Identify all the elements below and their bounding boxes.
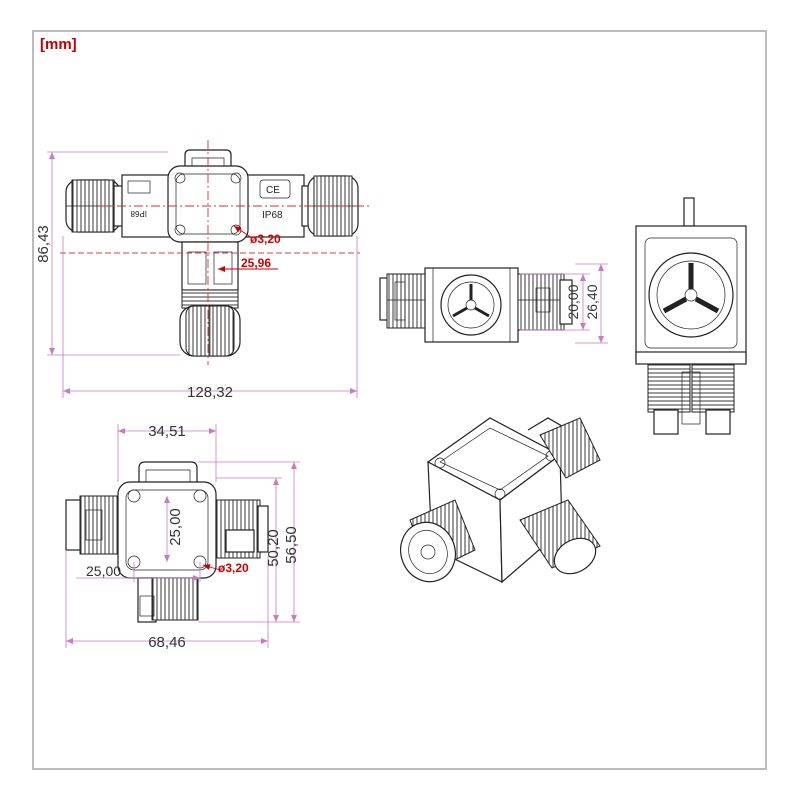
top-view-width-dim: 128,32 [187, 384, 233, 401]
front-view-height-inner-dim: 50,20 [265, 529, 282, 567]
top-view-branch-dim: 25,96 [241, 256, 271, 270]
end-view [635, 197, 747, 435]
front-view: 34,51 25,00 25,00 ø3,20 68,46 50,20 56 [65, 423, 300, 651]
unit-label: [mm] [40, 36, 77, 53]
top-view: IP68 CE IP68 [35, 140, 370, 401]
front-view-overall-width-dim: 68,46 [148, 634, 186, 651]
top-view-left-ip-label: IP68 [130, 209, 147, 218]
sheet-frame [32, 30, 767, 770]
end-view-socket [648, 252, 734, 338]
front-view-hole-spacing-h-dim: 25,00 [86, 563, 121, 579]
top-view-ip-label: IP68 [262, 210, 283, 221]
top-view-ce-label: CE [266, 185, 280, 196]
front-view-height-outer-dim: 56,50 [283, 526, 300, 564]
top-view-handle [184, 149, 232, 170]
front-view-hole-dim: ø3,20 [218, 561, 249, 575]
side-view-socket [440, 274, 502, 336]
side-view: 20,00 26,40 [379, 263, 608, 344]
top-view-left-gland [65, 179, 125, 233]
isometric-view [400, 417, 601, 584]
side-view-outer-height-dim: 26,40 [584, 284, 600, 319]
top-view-bottom-arm [181, 241, 239, 291]
top-view-height-dim: 86,43 [35, 225, 52, 263]
top-view-hole-dim: ø3,20 [250, 232, 281, 246]
front-view-hole-spacing-v-dim: 25,00 [167, 508, 184, 546]
front-view-body-width-dim: 34,51 [148, 423, 186, 440]
side-view-inner-height-dim: 20,00 [565, 284, 581, 319]
